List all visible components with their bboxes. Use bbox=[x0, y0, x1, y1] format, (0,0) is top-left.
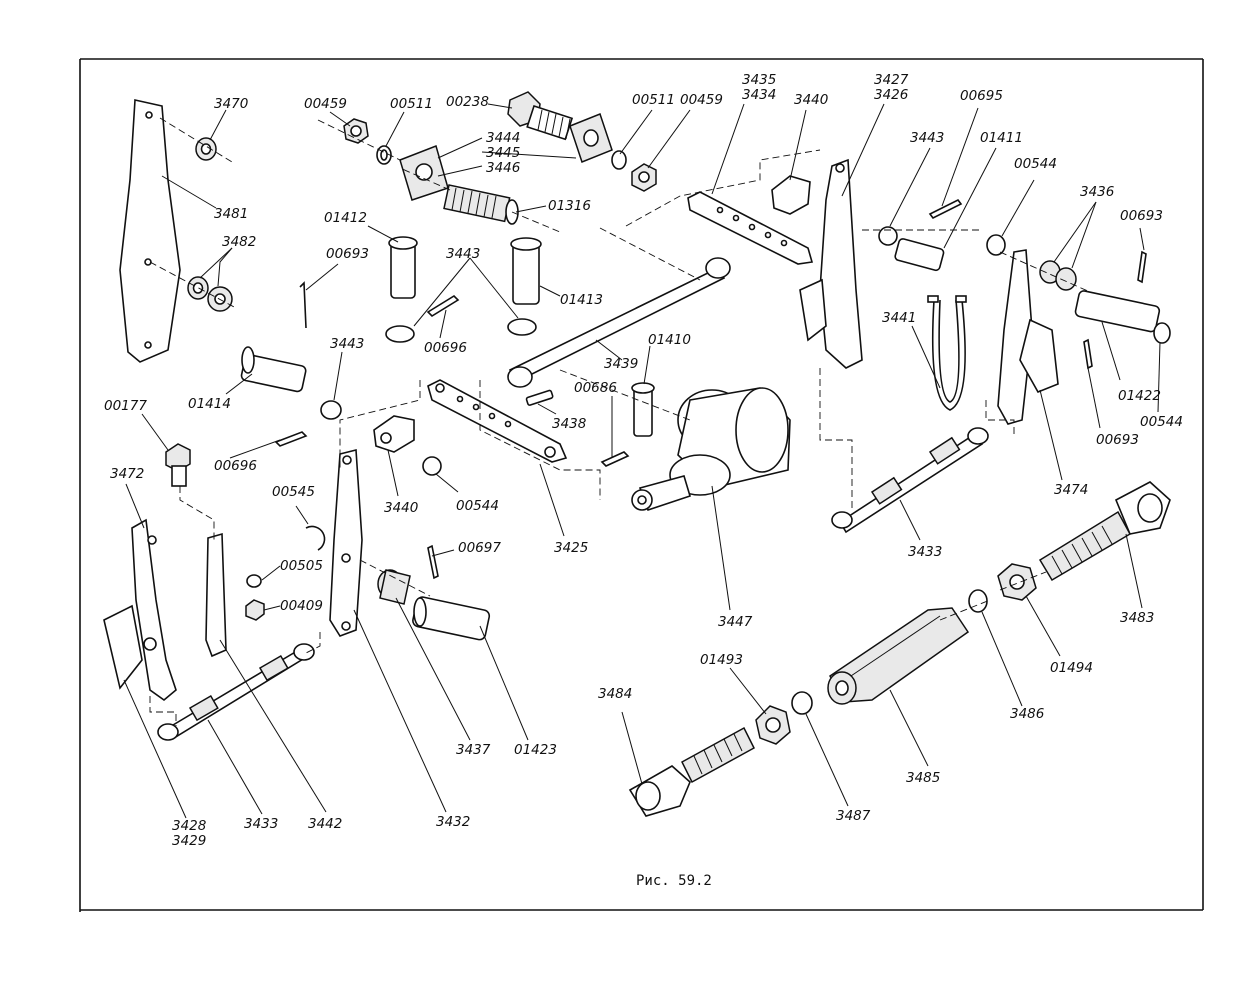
label-00693-right: 00693 bbox=[1096, 432, 1139, 448]
label-3425: 3425 bbox=[554, 540, 588, 556]
assembly-lines bbox=[149, 117, 1091, 726]
label-3433-left: 3433 bbox=[244, 816, 278, 832]
label-3440-top: 3440 bbox=[794, 92, 828, 108]
label-01423: 01423 bbox=[514, 742, 557, 758]
label-00696-left: 00696 bbox=[214, 458, 257, 474]
label-01414: 01414 bbox=[188, 396, 231, 412]
label-00686: 00686 bbox=[574, 380, 617, 396]
label-3438: 3438 bbox=[552, 416, 586, 432]
label-00459: 00459 bbox=[304, 96, 347, 112]
label-01422: 01422 bbox=[1118, 388, 1161, 404]
label-3429: 3429 bbox=[172, 833, 206, 849]
label-3426: 3426 bbox=[874, 87, 908, 103]
label-3428: 3428 bbox=[172, 818, 206, 834]
label-3443-left: 3443 bbox=[330, 336, 364, 352]
label-00177: 00177 bbox=[104, 398, 147, 414]
label-00696-centre: 00696 bbox=[424, 340, 467, 356]
label-3440-centre: 3440 bbox=[384, 500, 418, 516]
label-3443-centre: 3443 bbox=[446, 246, 480, 262]
label-00511-right: 00511 bbox=[632, 92, 675, 108]
label-3481: 3481 bbox=[214, 206, 248, 222]
label-3441: 3441 bbox=[882, 310, 916, 326]
parts-drawing bbox=[103, 91, 1171, 817]
label-00459-right: 00459 bbox=[680, 92, 723, 108]
label-00545: 00545 bbox=[272, 484, 315, 500]
label-3443-right: 3443 bbox=[910, 130, 944, 146]
label-00544-top: 00544 bbox=[1014, 156, 1057, 172]
label-01494: 01494 bbox=[1050, 660, 1093, 676]
label-01411: 01411 bbox=[980, 130, 1023, 146]
label-3427: 3427 bbox=[874, 72, 909, 88]
label-3483: 3483 bbox=[1120, 610, 1154, 626]
page-frame bbox=[79, 58, 1204, 912]
label-00544-centre: 00544 bbox=[456, 498, 499, 514]
label-3445: 3445 bbox=[486, 145, 520, 161]
label-01413: 01413 bbox=[560, 292, 603, 308]
label-3486: 3486 bbox=[1010, 706, 1044, 722]
label-3444: 3444 bbox=[486, 130, 520, 146]
label-01493: 01493 bbox=[700, 652, 743, 668]
label-3434: 3434 bbox=[742, 87, 776, 103]
label-00238: 00238 bbox=[446, 94, 489, 110]
label-00695: 00695 bbox=[960, 88, 1003, 104]
part-labels: 3470 3481 3482 00459 00511 00238 3444 34… bbox=[104, 72, 1183, 849]
label-3435: 3435 bbox=[742, 72, 776, 88]
label-3446: 3446 bbox=[486, 160, 520, 176]
label-00693-left: 00693 bbox=[326, 246, 369, 262]
label-00511: 00511 bbox=[390, 96, 433, 112]
label-3470: 3470 bbox=[214, 96, 248, 112]
label-00544-right: 00544 bbox=[1140, 414, 1183, 430]
leader-lines bbox=[123, 103, 1161, 819]
label-00505: 00505 bbox=[280, 558, 323, 574]
label-00693-top: 00693 bbox=[1120, 208, 1163, 224]
label-00697: 00697 bbox=[458, 540, 501, 556]
label-00409: 00409 bbox=[280, 598, 323, 614]
label-01316: 01316 bbox=[548, 198, 591, 214]
figure-caption: Рис. 59.2 bbox=[636, 873, 712, 889]
label-3433-right: 3433 bbox=[908, 544, 942, 560]
label-01410: 01410 bbox=[648, 332, 691, 348]
label-3439: 3439 bbox=[604, 356, 638, 372]
plate-3481 bbox=[119, 99, 181, 363]
label-3442: 3442 bbox=[308, 816, 342, 832]
cylinder-3447 bbox=[631, 387, 791, 512]
label-3432: 3432 bbox=[436, 814, 470, 830]
label-3482: 3482 bbox=[222, 234, 256, 250]
label-3436: 3436 bbox=[1080, 184, 1114, 200]
label-3485: 3485 bbox=[906, 770, 940, 786]
label-3484: 3484 bbox=[598, 686, 632, 702]
label-3474: 3474 bbox=[1054, 482, 1088, 498]
label-3447: 3447 bbox=[718, 614, 753, 630]
label-3437: 3437 bbox=[456, 742, 491, 758]
label-01412: 01412 bbox=[324, 210, 367, 226]
label-3472: 3472 bbox=[110, 466, 144, 482]
label-3487: 3487 bbox=[836, 808, 871, 824]
